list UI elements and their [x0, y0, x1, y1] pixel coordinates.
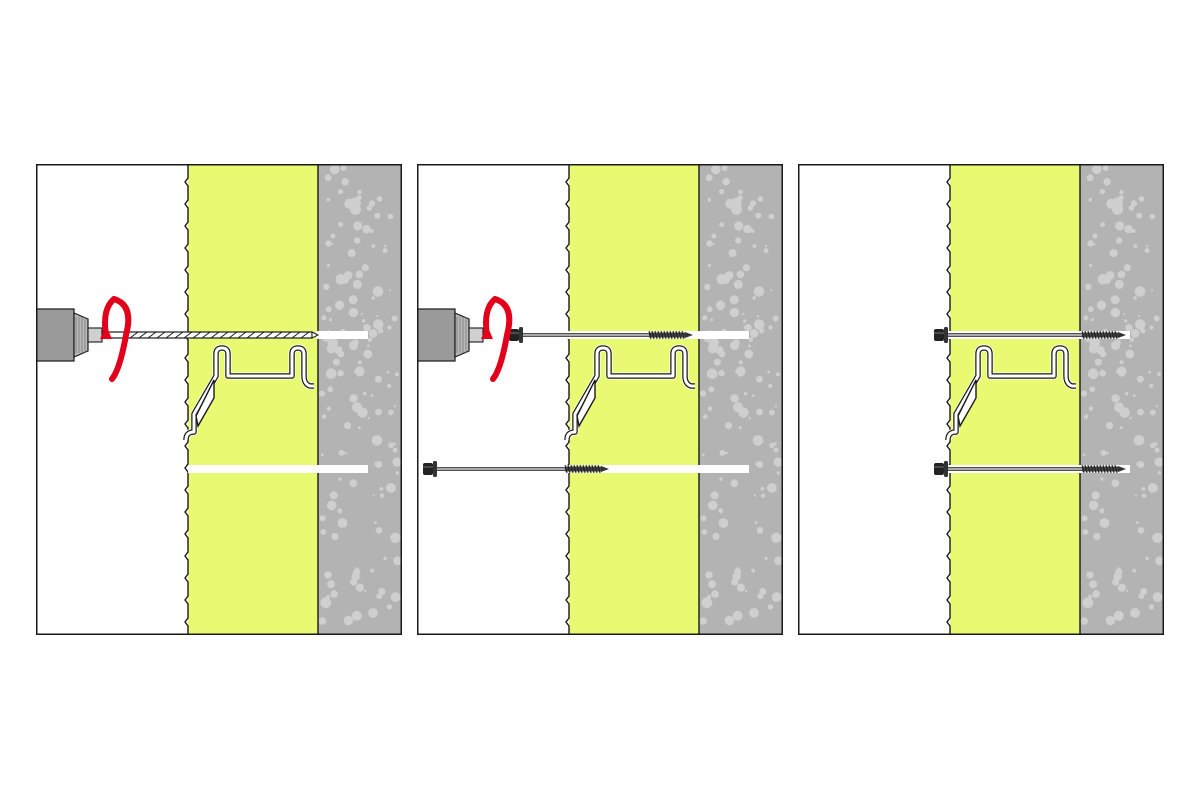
upper-screw: [509, 327, 693, 343]
mounting-profile-icon: [563, 344, 695, 441]
lower-bore-hole: [527, 465, 749, 473]
mounting-profile-icon: [944, 344, 1076, 441]
concrete-wall: [1080, 164, 1164, 635]
insulation-edge: [184, 164, 189, 635]
concrete-wall: [699, 164, 783, 635]
drill-icon: [36, 308, 103, 362]
step-1-panel: [36, 164, 402, 635]
lower-bore-hole: [188, 465, 368, 473]
rotation-arrow-icon: [100, 296, 132, 382]
step-3-panel: [798, 164, 1164, 635]
mounting-profile-icon: [182, 344, 314, 441]
panel-frame: [417, 164, 783, 635]
drill-bit-icon: [101, 331, 320, 339]
concrete-wall: [318, 164, 402, 635]
step-diagram: [417, 164, 783, 635]
upper-screw: [934, 327, 1126, 343]
insulation-edge: [565, 164, 570, 635]
panel-frame: [36, 164, 402, 635]
insulation-edge: [946, 164, 951, 635]
panel-frame: [798, 164, 1164, 635]
step-2-panel: [417, 164, 783, 635]
drill-icon: [417, 308, 484, 362]
rotation-arrow-icon: [481, 296, 513, 382]
lower-screw: [423, 461, 609, 477]
step-diagram: [36, 164, 402, 635]
step-diagram: [798, 164, 1164, 635]
upper-bore-hole: [316, 331, 368, 339]
lower-screw: [934, 461, 1126, 477]
